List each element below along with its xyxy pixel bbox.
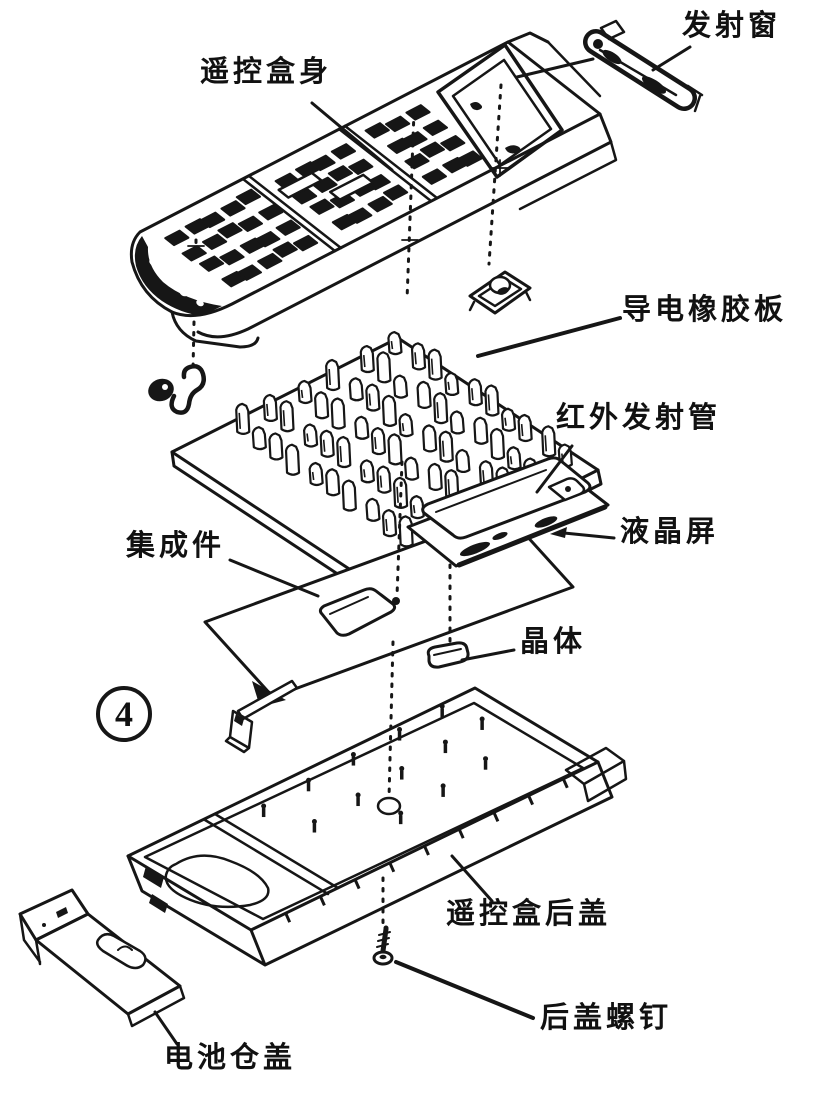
alignment-dashed-lines-upper <box>187 83 509 372</box>
remote-body-drawing <box>129 31 618 349</box>
spring-clip-drawing <box>148 364 206 415</box>
label-battery-cover: 电池仓盖 <box>164 1042 297 1074</box>
label-rubber-pad: 导电橡胶板 <box>622 294 788 326</box>
figure-number-badge: 4 <box>96 686 152 742</box>
ir-emitter-tube-drawing <box>547 477 586 502</box>
screw-bosses <box>261 703 489 833</box>
emission-window-drawing <box>515 19 704 113</box>
back-cover-drawing <box>126 686 628 967</box>
edge-ticks <box>284 778 569 923</box>
leader-lines <box>153 45 692 1046</box>
label-ic-component: 集成件 <box>126 530 226 562</box>
label-remote-body: 遥控盒身 <box>200 56 333 88</box>
label-lcd-screen: 液晶屏 <box>620 516 720 548</box>
label-emission-window: 发射窗 <box>682 10 782 42</box>
label-back-cover-screw: 后盖螺钉 <box>540 1002 673 1034</box>
rubber-key-nubs <box>235 330 573 548</box>
flex-ribbon-drawing <box>224 679 299 754</box>
key-button-drawing <box>468 270 532 315</box>
rubber-pad-drawing <box>170 330 603 600</box>
lcd-arrowhead <box>550 527 567 538</box>
label-ir-emitter-tube: 红外发射管 <box>556 402 722 434</box>
keypad-buttons <box>164 104 483 288</box>
battery-well-drawing <box>164 854 270 909</box>
label-crystal: 晶体 <box>520 626 587 658</box>
ic-chip-drawing <box>318 587 397 637</box>
screw-drawing <box>372 925 394 966</box>
battery-cover-drawing <box>18 888 186 1028</box>
figure-number: 4 <box>115 694 133 734</box>
crystal-drawing <box>426 641 470 669</box>
label-back-cover: 遥控盒后盖 <box>446 898 612 930</box>
alignment-line <box>515 57 595 79</box>
alignment-dashed-lines-lower <box>381 460 452 927</box>
